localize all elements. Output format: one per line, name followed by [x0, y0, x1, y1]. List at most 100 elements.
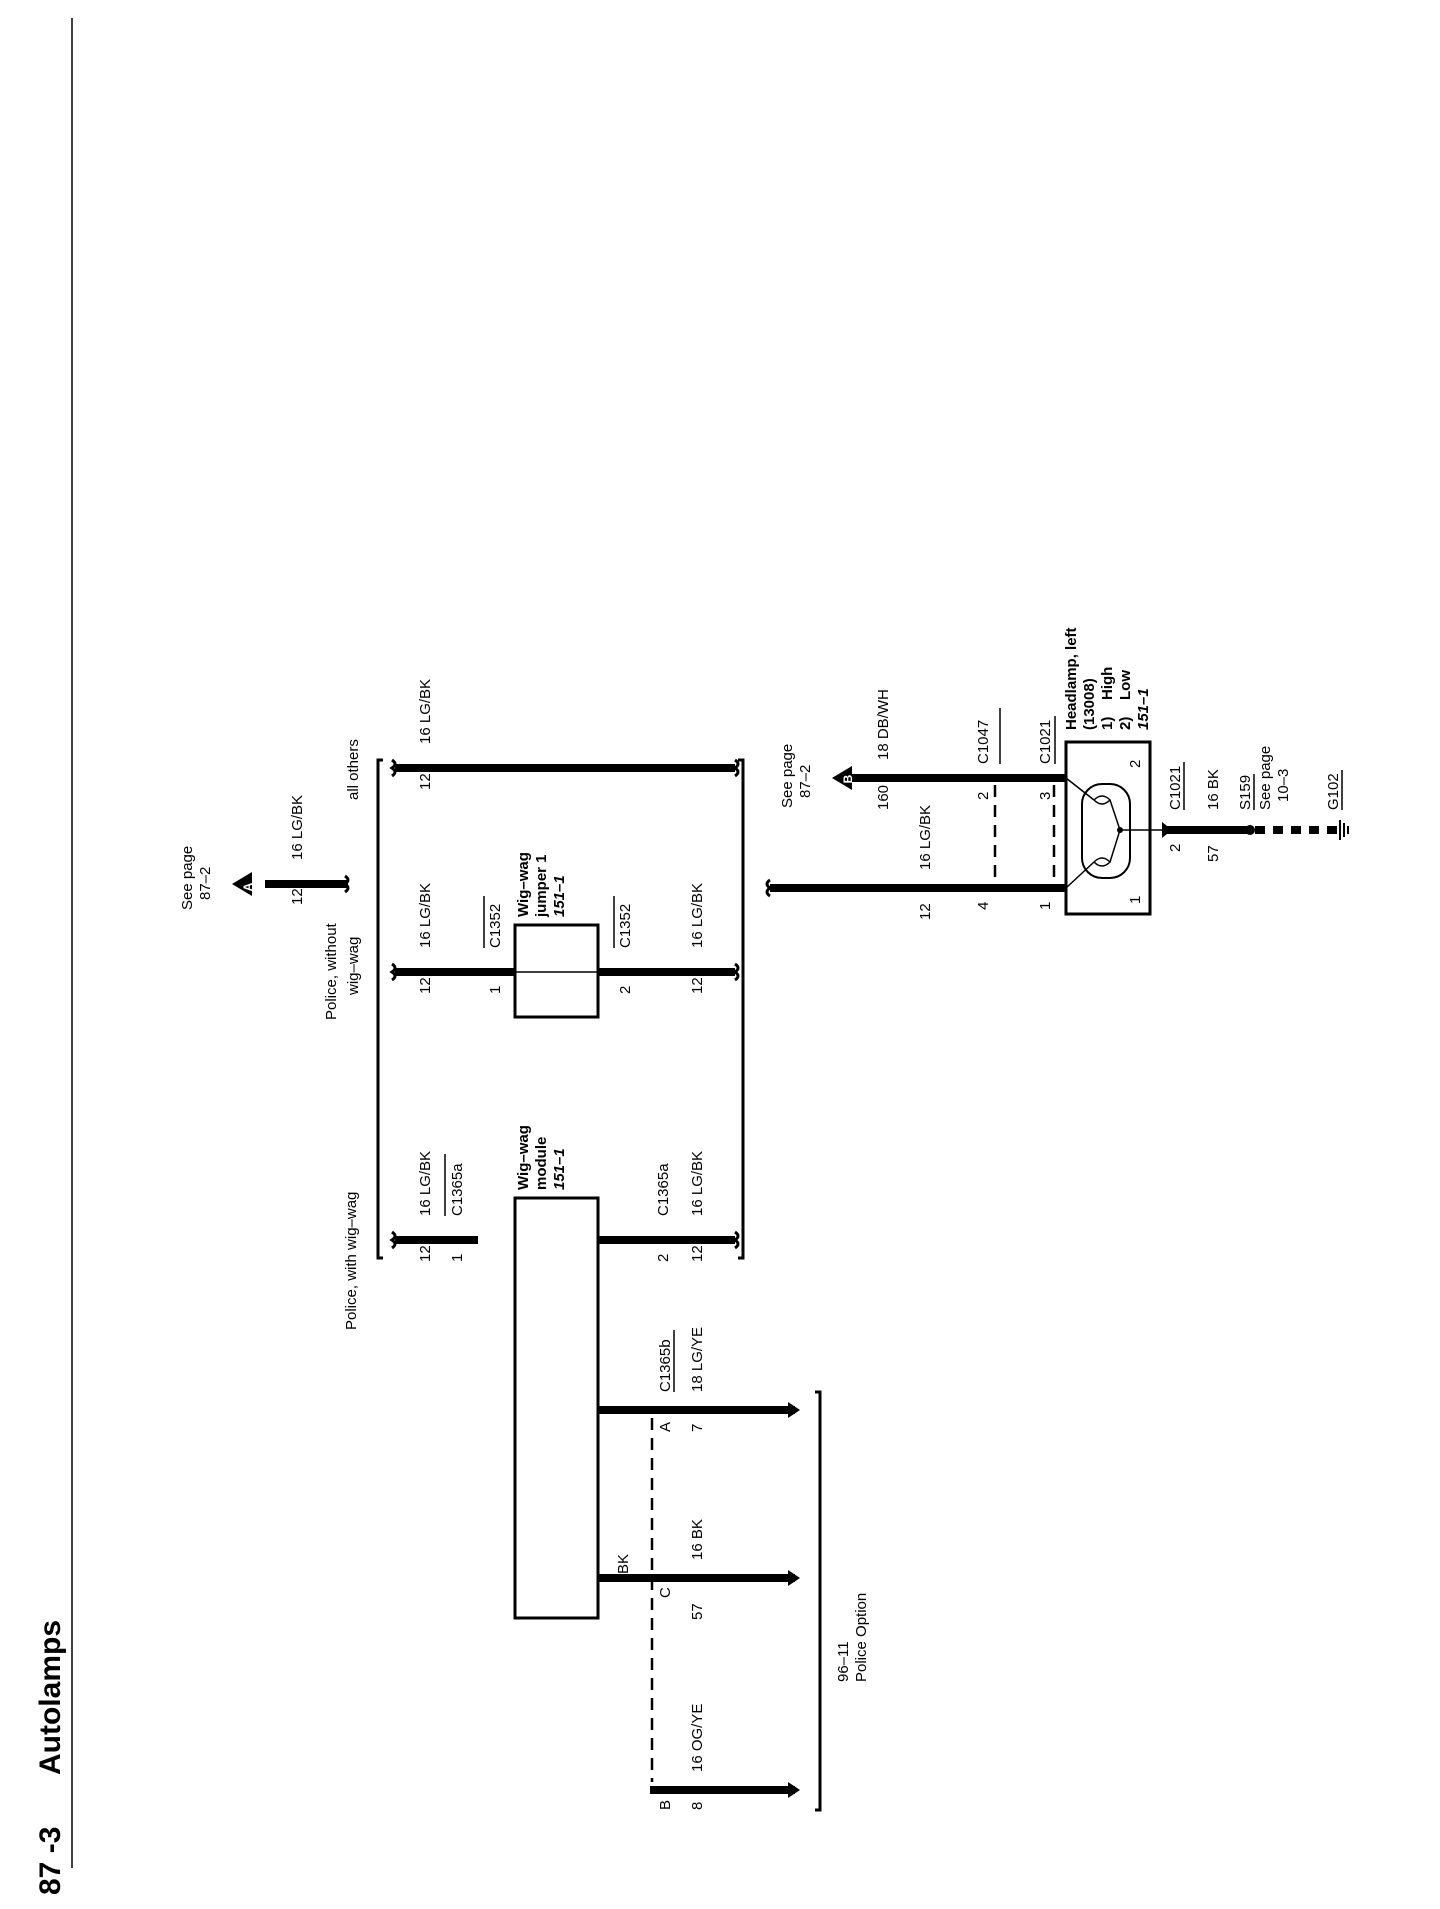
pin-a: A — [657, 1422, 674, 1432]
module-in-circuit: 12 — [417, 1245, 434, 1262]
wigwag-jumper-ref: 151–1 — [551, 875, 568, 917]
wigwag-module-name-1: Wig–wag — [515, 1125, 532, 1190]
jumper-out-connector: C1352 — [617, 904, 634, 948]
branch-without-wigwag-2: wig–wag — [345, 937, 362, 996]
pin-b-circuit: 8 — [689, 1802, 706, 1810]
break-mark — [765, 878, 773, 898]
pin-a-wire: 18 LG/YE — [689, 1327, 706, 1392]
module-in-connector: C1365a — [449, 1163, 466, 1216]
branch-with-wigwag: Police, with wig–wag — [343, 1192, 360, 1330]
pin-a-circuit: 7 — [689, 1424, 706, 1432]
wigwag-jumper-box — [513, 923, 600, 1019]
all-others-wire: 16 LG/BK — [417, 679, 434, 744]
pin-c: C — [657, 1587, 674, 1598]
pin-c-wire: 16 BK — [689, 1519, 706, 1560]
ref-a-page: 87–2 — [197, 867, 214, 900]
module-out-circuit: 12 — [689, 1245, 706, 1262]
ground-pin: 2 — [1167, 844, 1184, 852]
low-wire: 16 LG/BK — [917, 805, 934, 870]
c1365b-label: C1365b — [657, 1339, 674, 1392]
filament-lead — [1065, 777, 1095, 801]
headlamp-pin1-label: High — [1099, 667, 1116, 700]
ground-see-page: See page — [1257, 746, 1274, 810]
c1047-label: C1047 — [975, 720, 992, 764]
page-number: 87 -3 — [34, 1827, 67, 1895]
module-in-wire: 16 LG/BK — [417, 1151, 434, 1216]
police-option-section: A C1365b 7 18 LG/YE BK C 57 16 BK B 8 16… — [598, 1327, 870, 1812]
police-option-page: 96–11 — [835, 1641, 852, 1682]
break-mark — [389, 962, 397, 982]
low-circuit: 12 — [917, 903, 934, 920]
headlamp-ref: 151–1 — [1135, 688, 1152, 730]
break-mark — [732, 962, 740, 982]
pin-c-bk-label: BK — [615, 1554, 632, 1574]
arrow-pin-a — [788, 1402, 800, 1418]
ground-connector: C1021 — [1167, 766, 1184, 810]
connector-a-icon — [232, 872, 252, 896]
jumper-in-pin: 1 — [487, 986, 504, 994]
ref-a-break — [342, 874, 350, 894]
pin-c-circuit: 57 — [689, 1603, 706, 1620]
filament-lead — [1109, 799, 1121, 831]
jumper-out-wire: 16 LG/BK — [689, 883, 706, 948]
branch-all-others: all others — [345, 739, 362, 800]
ref-a-see-page: See page — [179, 846, 196, 910]
c1047-pin-2: 2 — [975, 792, 992, 800]
headlamp-name: Headlamp, left — [1063, 627, 1080, 730]
wigwag-module-box — [513, 1196, 600, 1620]
jumper-out-pin: 2 — [617, 986, 634, 994]
jumper-in-wire: 16 LG/BK — [417, 883, 434, 948]
headlamp-pin2-label: Low — [1117, 670, 1134, 700]
filament-lead — [1065, 861, 1095, 889]
tag-a: A — [241, 882, 255, 891]
ref-b-page: 87–2 — [797, 765, 814, 798]
branch-bracket-top — [376, 758, 383, 1260]
wigwag-module-ref: 151–1 — [551, 1148, 568, 1190]
wigwag-module-path: 12 16 LG/BK 1 C1365a Wig–wag module 151–… — [389, 1125, 740, 1620]
module-out-wire: 16 LG/BK — [689, 1151, 706, 1216]
connector-b-icon — [832, 766, 852, 790]
filament-lead — [1109, 829, 1121, 863]
ref-a-circuit: 12 — [289, 888, 306, 905]
jumper-out-circuit: 12 — [689, 977, 706, 994]
headlamp-pin1-num: 1) — [1099, 717, 1116, 730]
headlamp-pin-1: 1 — [1127, 896, 1144, 904]
ground-wire: 16 BK — [1205, 769, 1222, 810]
headlamp-bulb-icon — [1081, 783, 1131, 879]
junction-dot — [1117, 827, 1123, 833]
c1021-pin-3: 3 — [1037, 792, 1054, 800]
pin-b-wire: 16 OG/YE — [689, 1704, 706, 1772]
headlamp-pin2-num: 2) — [1117, 717, 1134, 730]
high-circuit: 160 — [875, 785, 892, 810]
ground-circuit: 57 — [1205, 845, 1222, 862]
wigwag-jumper-name-1: Wig–wag — [515, 852, 532, 917]
branch-without-wigwag-1: Police, without — [323, 922, 340, 1020]
arrow-pin-b — [788, 1782, 800, 1798]
module-in-pin: 1 — [449, 1254, 466, 1262]
wigwag-module-name-2: module — [533, 1137, 550, 1190]
ref-b-see-page: See page — [779, 744, 796, 808]
police-option-bracket — [815, 1390, 822, 1812]
high-wire: 18 DB/WH — [875, 689, 892, 760]
splice-label: S159 — [1237, 775, 1254, 810]
tag-b: B — [841, 774, 855, 783]
arrow-pin-c — [788, 1570, 800, 1586]
police-option-label: Police Option — [853, 1593, 870, 1682]
pin-b: B — [657, 1800, 674, 1810]
break-mark — [389, 758, 397, 778]
c1021-label: C1021 — [1037, 720, 1054, 764]
page-header: 87 -3 Autolamps — [34, 1620, 67, 1895]
headlamp-section: B See page 87–2 160 18 DB/WH 12 16 LG/BK… — [765, 627, 1349, 920]
break-mark — [732, 1230, 740, 1250]
break-mark — [389, 1230, 397, 1250]
c1021-pin-1: 1 — [1037, 902, 1054, 910]
ref-a-wire: 16 LG/BK — [289, 795, 306, 860]
page-title: Autolamps — [34, 1620, 67, 1775]
jumper-in-circuit: 12 — [417, 977, 434, 994]
module-out-connector: C1365a — [655, 1163, 672, 1216]
ground-page: 10–3 — [1275, 769, 1292, 802]
headlamp-part: (13008) — [1081, 678, 1098, 730]
all-others-path: 12 16 LG/BK — [389, 679, 740, 790]
branch-bracket-bottom — [738, 758, 745, 1260]
